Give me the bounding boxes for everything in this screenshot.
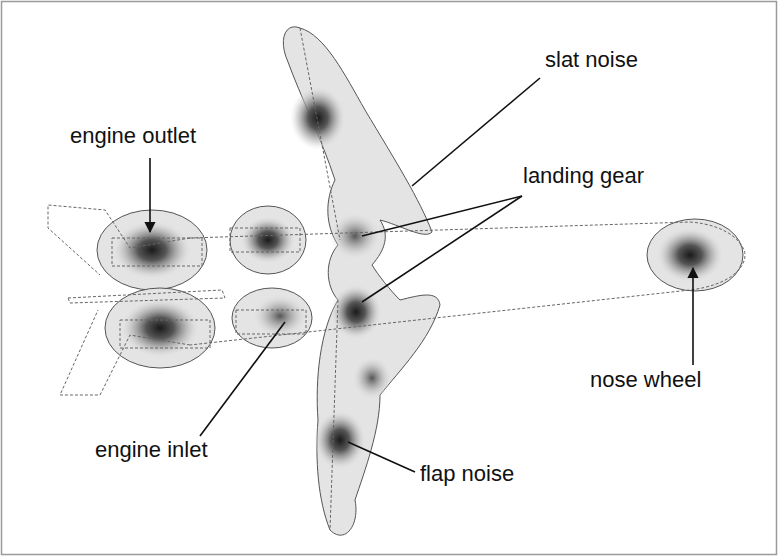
callout-label: landing gear — [523, 164, 644, 188]
aircraft-outline — [48, 28, 745, 530]
callout-label: engine inlet — [95, 438, 208, 462]
noise-cores — [112, 86, 724, 470]
callout-label: nose wheel — [590, 368, 701, 392]
callout-label: flap noise — [420, 462, 514, 486]
callout-label: slat noise — [545, 48, 638, 72]
callout-label: engine outlet — [70, 124, 196, 148]
leader-lines — [150, 78, 693, 472]
